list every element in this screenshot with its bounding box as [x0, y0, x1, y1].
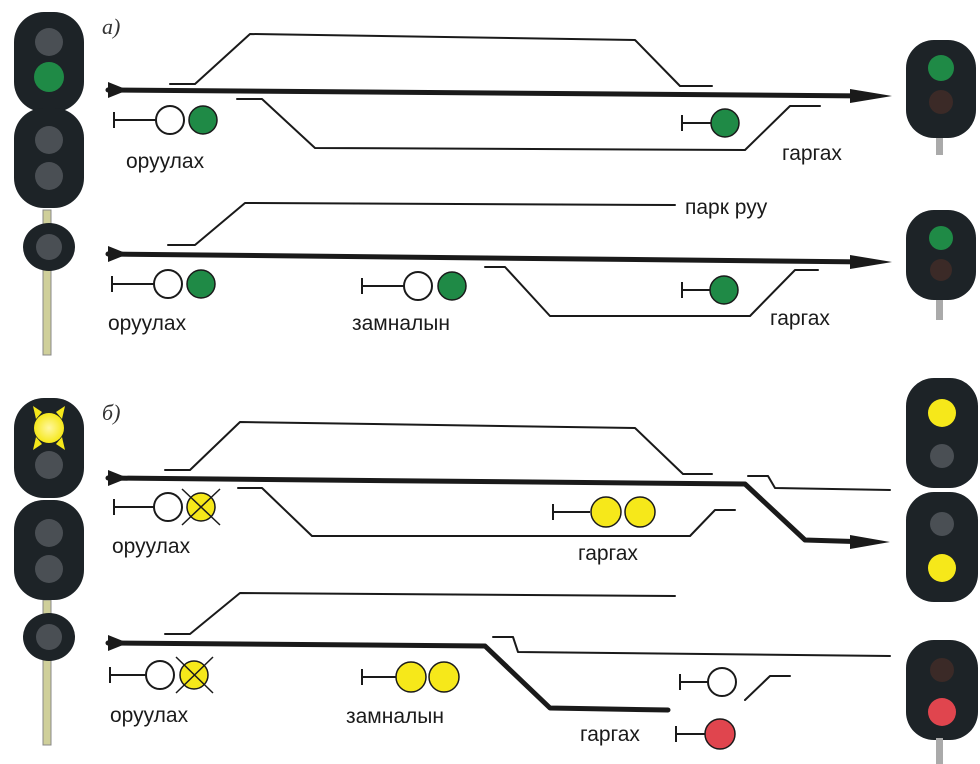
label-entry-b-bottom: оруулах	[110, 704, 189, 727]
track-layout-a-top	[105, 33, 892, 151]
lamp-white-off	[153, 492, 183, 522]
signal-exit-a-bottom	[681, 275, 739, 305]
signal-lamp-dark	[35, 126, 63, 154]
left-mast-signal-b	[14, 398, 84, 746]
label-park: парк руу	[685, 196, 768, 219]
left-mast-signal-a	[14, 12, 84, 356]
signal-lamp-dark	[930, 259, 952, 281]
signal-entry-a-bottom	[111, 269, 216, 299]
signal-lamp-dark	[930, 512, 954, 536]
label-route-a-bottom: замналын	[352, 312, 450, 335]
track-layout-b-bottom	[105, 592, 891, 713]
signal-lamp-dark	[930, 444, 954, 468]
signal-entry-a-top	[113, 105, 218, 135]
signal-head-lower-b	[14, 500, 84, 600]
signal-entry-b-top	[113, 488, 221, 526]
signal-lamp-yellow-flashing	[33, 406, 65, 450]
label-exit-a-bottom: гаргах	[770, 307, 830, 330]
signal-lamp-dark	[35, 555, 63, 583]
lamp-white-off	[707, 667, 737, 697]
signal-exit-shunt-b-bottom	[679, 667, 737, 697]
signal-lamp-yellow	[928, 554, 956, 582]
lamp-green	[437, 271, 467, 301]
signal-exit-a-top	[681, 108, 740, 138]
section-letter-b: б)	[102, 400, 120, 425]
lamp-white-off	[153, 269, 183, 299]
label-entry-a-top: оруулах	[126, 150, 205, 173]
signal-exit-b-top	[552, 496, 656, 528]
lamp-white-off	[155, 105, 185, 135]
signal-lamp-red	[928, 698, 956, 726]
signal-head-upper-b	[14, 398, 84, 498]
lamp-yellow	[395, 661, 427, 693]
label-exit-a-top: гаргах	[782, 142, 842, 165]
lamp-yellow	[428, 661, 460, 693]
track-layout-a-bottom	[105, 202, 892, 317]
signal-head-lower-a	[14, 108, 84, 208]
signal-lamp-yellow	[928, 399, 956, 427]
section-letter-a: а)	[102, 14, 120, 39]
signal-entry-b-bottom	[109, 656, 214, 694]
signal-lamp-dark	[930, 658, 954, 682]
track-layout-b-top	[105, 421, 891, 549]
right-signal-a-bottom	[906, 210, 976, 320]
right-signal-b-bottom	[906, 640, 978, 764]
right-signal-b-top	[906, 378, 978, 602]
label-entry-a-bottom: оруулах	[108, 312, 187, 335]
lamp-green	[709, 275, 739, 305]
signal-lamp-green	[928, 55, 954, 81]
lamp-yellow	[590, 496, 622, 528]
lamp-green	[188, 105, 218, 135]
label-exit-b-top: гаргах	[578, 542, 638, 565]
lamp-red	[704, 718, 736, 750]
signal-lamp-dark	[36, 234, 62, 260]
label-exit-b-bottom: гаргах	[580, 723, 640, 746]
label-route-b-bottom: замналын	[346, 705, 444, 728]
signal-lamp-dark	[35, 451, 63, 479]
signal-exit-b-bottom	[675, 718, 736, 750]
signal-lamp-dark	[36, 624, 62, 650]
right-signal-a-top	[906, 40, 976, 155]
lamp-yellow	[624, 496, 656, 528]
label-entry-b-top: оруулах	[112, 535, 191, 558]
signal-route-b-bottom	[361, 661, 460, 693]
lamp-green	[710, 108, 740, 138]
signal-lamp-dark	[35, 519, 63, 547]
signal-lamp-dark	[35, 162, 63, 190]
signal-route-a-bottom	[361, 271, 467, 301]
signal-lamp-dark	[35, 28, 63, 56]
lamp-white-off	[145, 660, 175, 690]
lamp-green	[186, 269, 216, 299]
lamp-white-off	[403, 271, 433, 301]
signal-lamp-dark	[929, 90, 953, 114]
signal-lamp-green	[929, 226, 953, 250]
signal-lamp-green	[34, 62, 64, 92]
